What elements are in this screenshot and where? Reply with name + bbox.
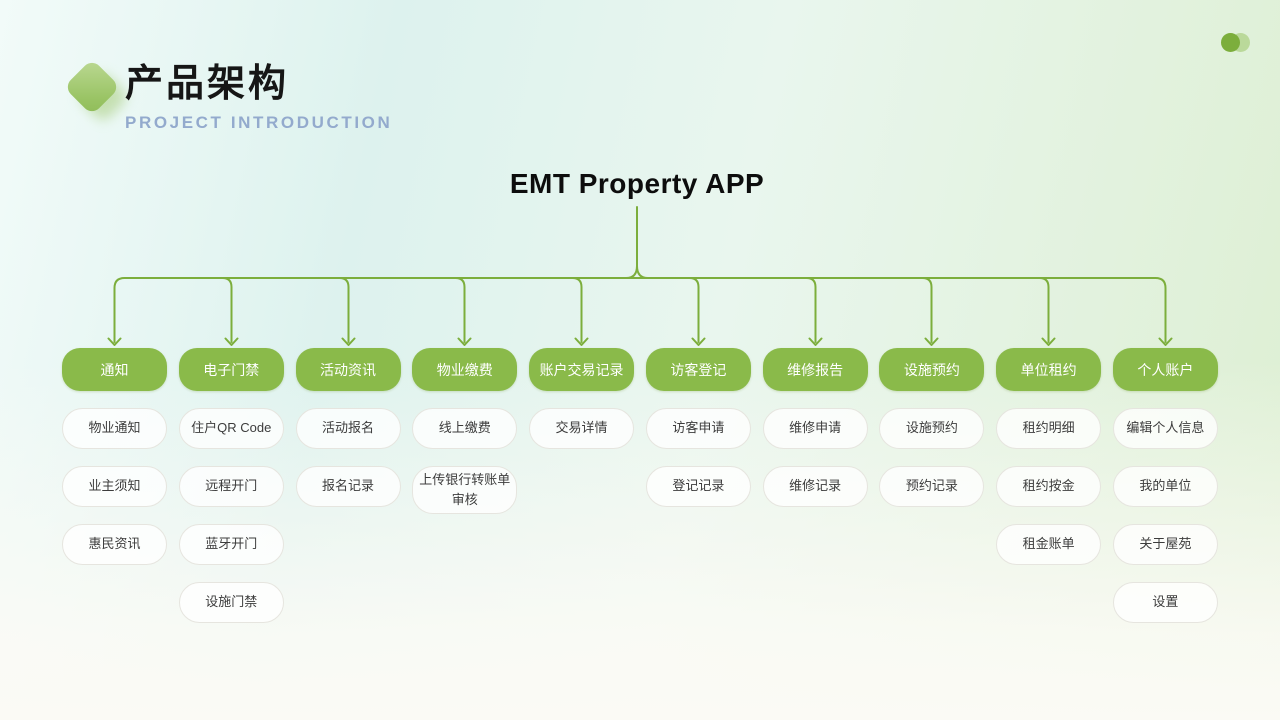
feature-card: 物业通知 (62, 408, 167, 449)
category-column-9: 单位租约租约明细租约按金租金账单 (996, 348, 1102, 565)
feature-card: 编辑个人信息 (1112, 408, 1218, 449)
diagram-root-title: EMT Property APP (509, 168, 765, 199)
feature-card: 租约按金 (996, 466, 1102, 507)
category-column-1: 通知物业通知业主须知惠民资讯 (62, 348, 167, 565)
feature-card: 设施门禁 (178, 582, 284, 623)
category-node-6: 访客登记 (645, 348, 751, 391)
feature-card: 远程开门 (178, 466, 284, 507)
feature-card: 租金账单 (996, 524, 1102, 565)
feature-card: 租约明细 (996, 408, 1102, 449)
feature-card: 业主须知 (62, 466, 167, 507)
feature-card: 我的单位 (1112, 466, 1218, 507)
category-column-4: 物业缴费线上缴费上传银行转账单审核 (412, 348, 518, 515)
category-column-10: 个人账户编辑个人信息我的单位关于屋苑设置 (1112, 348, 1218, 623)
feature-card: 交易详情 (529, 408, 635, 449)
feature-card: 设置 (1112, 582, 1218, 623)
feature-card: 设施预约 (879, 408, 985, 449)
feature-card: 住户QR Code (178, 408, 284, 449)
feature-card: 蓝牙开门 (178, 524, 284, 565)
feature-card: 活动报名 (295, 408, 401, 449)
category-node-3: 活动资讯 (295, 348, 401, 391)
category-node-10: 个人账户 (1112, 348, 1218, 391)
dark-green-dot-icon (1221, 33, 1240, 52)
feature-card: 维修申请 (762, 408, 868, 449)
category-node-4: 物业缴费 (412, 348, 518, 391)
slide-title: 产品架构 (125, 63, 290, 105)
category-node-5: 账户交易记录 (529, 348, 635, 391)
feature-card: 访客申请 (645, 408, 751, 449)
category-node-1: 通知 (62, 348, 167, 391)
category-node-7: 维修报告 (762, 348, 868, 391)
feature-card: 关于屋苑 (1112, 524, 1218, 565)
tree-connector-path (107, 206, 1173, 346)
header-diamond-icon (63, 58, 130, 124)
category-column-7: 维修报告维修申请维修记录 (762, 348, 868, 507)
feature-card: 预约记录 (879, 466, 985, 507)
category-column-5: 账户交易记录交易详情 (529, 348, 635, 449)
feature-card: 维修记录 (762, 466, 868, 507)
category-column-8: 设施预约设施预约预约记录 (879, 348, 985, 507)
feature-card: 惠民资讯 (62, 524, 167, 565)
feature-card: 上传银行转账单审核 (412, 466, 518, 515)
slide-header: 产品架构 PROJECT INTRODUCTION (125, 62, 392, 133)
corner-dots-decoration (1221, 33, 1250, 52)
category-node-2: 电子门禁 (178, 348, 284, 391)
category-column-2: 电子门禁住户QR Code 远程开门蓝牙开门设施门禁 (178, 348, 284, 623)
category-node-8: 设施预约 (879, 348, 985, 391)
category-node-9: 单位租约 (996, 348, 1102, 391)
feature-card: 线上缴费 (412, 408, 518, 449)
category-column-3: 活动资讯活动报名报名记录 (295, 348, 401, 507)
feature-card: 报名记录 (295, 466, 401, 507)
category-column-6: 访客登记访客申请登记记录 (645, 348, 751, 507)
slide-subtitle: PROJECT INTRODUCTION (125, 113, 393, 132)
feature-card: 登记记录 (645, 466, 751, 507)
